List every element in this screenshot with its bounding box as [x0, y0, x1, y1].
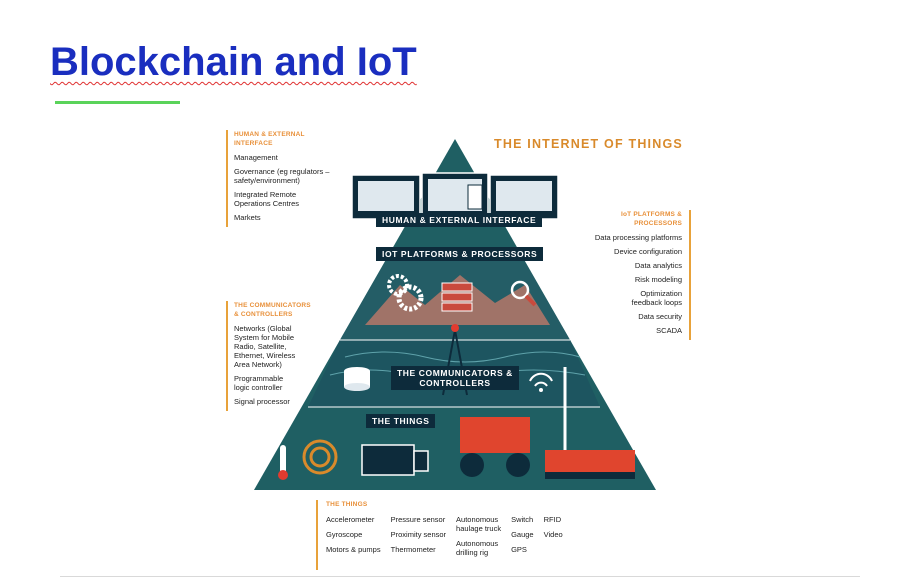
- things-column: Switch Gauge GPS: [511, 515, 534, 557]
- magnifier-handle: [524, 294, 537, 307]
- drilling-rig-body: [545, 450, 635, 472]
- gear-icon: [387, 274, 409, 296]
- things-column: Pressure sensor Proximity sensor Thermom…: [391, 515, 446, 557]
- wifi-icon: [534, 381, 548, 387]
- platforms-heading: IoT PLATFORMS & PROCESSORS: [620, 211, 682, 227]
- things-item: Switch: [511, 515, 534, 524]
- video-camera-icon: [361, 444, 415, 476]
- slide-title: Blockchain and IoT: [50, 40, 417, 84]
- drilling-rig-tracks: [545, 472, 635, 479]
- things-column: RFID Video: [544, 515, 563, 557]
- communicators-heading: THE COMMUNICATORS & CONTROLLERS: [234, 302, 311, 318]
- thermometer-bulb: [278, 470, 288, 480]
- platforms-item: Risk modeling: [634, 275, 682, 284]
- bottom-divider: [60, 576, 860, 577]
- platforms-item: Data security: [638, 312, 682, 321]
- server-icon: [441, 282, 473, 292]
- communicators-item: Networks (Global System for Mobile Radio…: [234, 324, 296, 369]
- things-item: GPS: [511, 545, 527, 554]
- sensor-icon: [302, 439, 338, 475]
- server-icon: [441, 292, 473, 302]
- title-underline-rule: [55, 101, 180, 104]
- level-label-human-interface: HUMAN & EXTERNAL INTERFACE: [376, 213, 543, 227]
- things-item: Video: [543, 530, 563, 539]
- thermometer-icon: [280, 445, 286, 473]
- database-icon: [344, 371, 370, 387]
- communicators-item: Signal processor: [234, 397, 290, 406]
- things-item: Accelerometer: [326, 515, 375, 524]
- human-interface-item: Management: [234, 153, 278, 162]
- database-icon: [344, 383, 370, 391]
- human-interface-item: Integrated Remote Operations Centres: [234, 190, 300, 208]
- human-interface-item: Markets: [234, 213, 261, 222]
- things-item: Thermometer: [390, 545, 436, 554]
- platforms-list: IoT PLATFORMS & PROCESSORS Data processi…: [575, 210, 691, 340]
- things-item: Autonomous haulage truck: [456, 515, 502, 533]
- level-label-things: THE THINGS: [366, 414, 436, 428]
- magnifier-icon: [510, 280, 530, 300]
- human-interface-item: Governance (eg regulators – safety/envir…: [234, 167, 330, 185]
- platforms-item: Device configuration: [614, 247, 682, 256]
- things-item: Proximity sensor: [390, 530, 447, 539]
- gear-icon: [396, 284, 424, 312]
- level-label-communicators: THE COMMUNICATORS & CONTROLLERS: [391, 366, 519, 390]
- things-column: Accelerometer Gyroscope Motors & pumps: [326, 515, 381, 557]
- sensor-icon: [309, 446, 331, 468]
- server-icon: [441, 302, 473, 312]
- truck-wheel: [460, 453, 484, 477]
- things-item: Gyroscope: [326, 530, 363, 539]
- things-item: Gauge: [511, 530, 534, 539]
- platforms-item: Data processing platforms: [594, 233, 682, 242]
- tower-beacon: [451, 324, 459, 332]
- platforms-item: Data analytics: [634, 261, 682, 270]
- things-item: Motors & pumps: [326, 545, 381, 554]
- level-label-platforms: IOT PLATFORMS & PROCESSORS: [376, 247, 544, 261]
- things-list: THE THINGS Accelerometer Gyroscope Motor…: [316, 500, 563, 570]
- iot-pyramid-illustration: [254, 139, 656, 490]
- haulage-truck-icon: [460, 417, 530, 453]
- diagram-title: THE INTERNET OF THINGS: [494, 137, 683, 151]
- video-camera-lens: [413, 450, 429, 472]
- document-icon: [467, 184, 483, 210]
- wifi-icon: [529, 372, 553, 382]
- platforms-item: Optimization feedback loops: [631, 289, 682, 307]
- communicators-list: THE COMMUNICATORS & CONTROLLERS Networks…: [226, 301, 326, 411]
- human-interface-heading: HUMAN & EXTERNAL INTERFACE: [234, 131, 305, 147]
- wifi-icon: [539, 388, 543, 392]
- platforms-item: SCADA: [656, 326, 682, 335]
- things-item: Pressure sensor: [390, 515, 446, 524]
- things-item: Autonomous drilling rig: [456, 539, 499, 557]
- things-item: RFID: [543, 515, 562, 524]
- monitor-screen: [358, 181, 414, 211]
- monitor-screen: [496, 181, 552, 211]
- human-interface-list: HUMAN & EXTERNAL INTERFACE Management Go…: [226, 130, 336, 227]
- things-column: Autonomous haulage truck Autonomous dril…: [456, 515, 501, 557]
- things-heading: THE THINGS: [326, 501, 368, 508]
- communicators-item: Programmable logic controller: [234, 374, 284, 392]
- truck-wheel: [506, 453, 530, 477]
